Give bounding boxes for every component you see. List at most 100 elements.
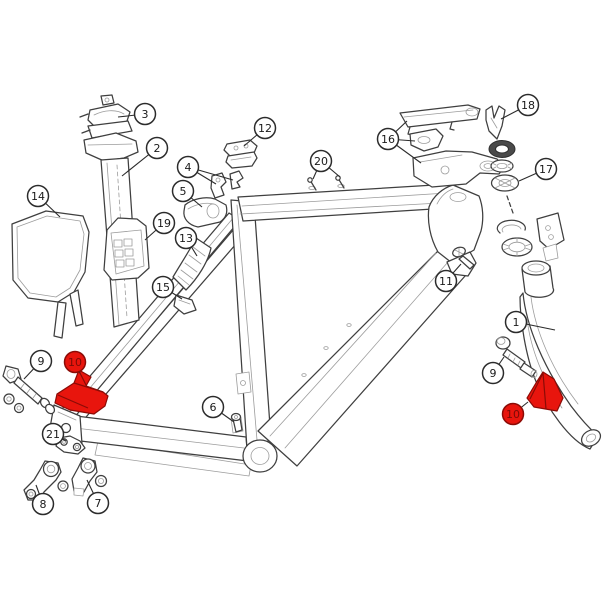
fork-guard-right-creases [529,372,547,410]
axle-bolt-left [2,365,56,415]
callout-9-2-circle [481,361,505,385]
callout-18-circle [516,93,540,117]
callout-16-circle [376,127,400,151]
callout-4-circle [176,155,200,179]
callout-13-label: 13 [179,232,193,245]
callout-17-circle [534,157,558,181]
highlighted-parts [54,369,564,415]
callout-11-label: 11 [439,275,453,288]
callout-7-label: 7 [95,497,102,510]
small-bracket-a [210,172,227,199]
callout-5-circle [171,179,195,203]
head-tube [427,184,484,264]
callout-10-2-circle [501,402,525,426]
saddle-clamp-plate [87,120,133,139]
callout-17: 17 [518,157,558,182]
callout-10-2-label: 10 [506,408,520,421]
callout-12-circle [253,116,277,140]
callout-18-label: 18 [521,99,535,112]
callout-19: 19 [144,211,176,241]
callout-2-circle [145,136,169,160]
callout-1: 1 [504,310,556,334]
stem-cover-housing [412,150,505,188]
headset-stack [485,105,533,257]
callout-7: 7 [86,479,110,515]
callout-21-label: 21 [46,428,60,441]
callout-12-label: 12 [258,122,272,135]
fork-assembly [452,212,602,450]
callout-18: 18 [500,93,540,120]
axle-bolt-right [495,336,538,378]
callout-20-label: 20 [314,155,328,168]
axle-washers [3,393,25,414]
chainstay-guard-left-highlighted [54,369,109,415]
callout-8-circle [31,492,55,516]
callout-17-label: 17 [539,163,553,176]
callout-10: 10 [63,350,87,374]
seat-tube [230,199,272,450]
callout-4: 4 [176,155,234,185]
callout-5: 5 [171,179,203,208]
callout-15: 15 [151,275,183,300]
snap-ring [496,219,526,234]
callout-12: 12 [243,116,277,147]
callout-19-circle [152,211,176,235]
small-lever [55,435,86,455]
seat-clamp-cover-bottom [225,151,258,169]
callout-14-circle [26,184,50,208]
callout-6-circle [201,395,225,419]
ribbed-wedge [172,237,212,291]
callout-19-label: 19 [157,217,171,230]
fork-upper-column [536,212,565,250]
callout-9-2: 9 [481,356,505,385]
callout-2: 2 [121,136,169,177]
callout-15-circle [151,275,175,299]
bottom-bracket-shell [242,439,278,473]
callout-9-label: 9 [38,355,45,368]
callout-4-label: 4 [185,161,192,174]
callout-16: 16 [376,120,422,164]
callout-8: 8 [31,484,55,516]
callout-21: 21 [41,422,67,446]
steerer-wedge [485,105,506,140]
callout-10-2: 10 [501,401,529,426]
headset-bearing-top [488,140,516,158]
callout-3-label: 3 [142,108,149,121]
callout-2-label: 2 [154,142,161,155]
callout-3-circle [133,102,157,126]
top-tube [237,183,457,222]
callout-16-label: 16 [381,133,395,146]
small-bracket-b [229,170,244,190]
chainstay-guard-left-creases [57,370,104,409]
callout-11: 11 [434,263,462,293]
callout-13-circle [174,226,198,250]
callout-11-circle [434,269,458,293]
callout-21-circle [41,422,65,446]
saddle-clamp-top [100,94,115,106]
callout-1-label: 1 [513,316,520,329]
callout-6: 6 [201,395,235,423]
callout-10-label: 10 [68,356,82,369]
callout-15-label: 15 [156,281,170,294]
seatpost-head [83,132,139,162]
bottom-parts [2,365,243,501]
callout-9-circle [29,349,53,373]
seat-stay-junction-cover [173,294,197,315]
left-parts [11,139,258,339]
callout-5-label: 5 [180,185,187,198]
derailleur-hanger-a [23,460,69,501]
callout-9-2-label: 9 [490,367,497,380]
callout-20: 20 [309,149,341,180]
callout-14: 14 [26,184,61,218]
callout-3: 3 [117,102,157,126]
screw-pair [307,175,345,191]
stem-cover-mid [409,128,444,152]
stem-covers [307,104,505,191]
fork-dropout [580,429,602,447]
derailleur-hanger-b [71,457,108,497]
callout-7-circle [86,491,110,515]
seatpost-assembly [79,94,140,328]
callout-20-circle [309,149,333,173]
